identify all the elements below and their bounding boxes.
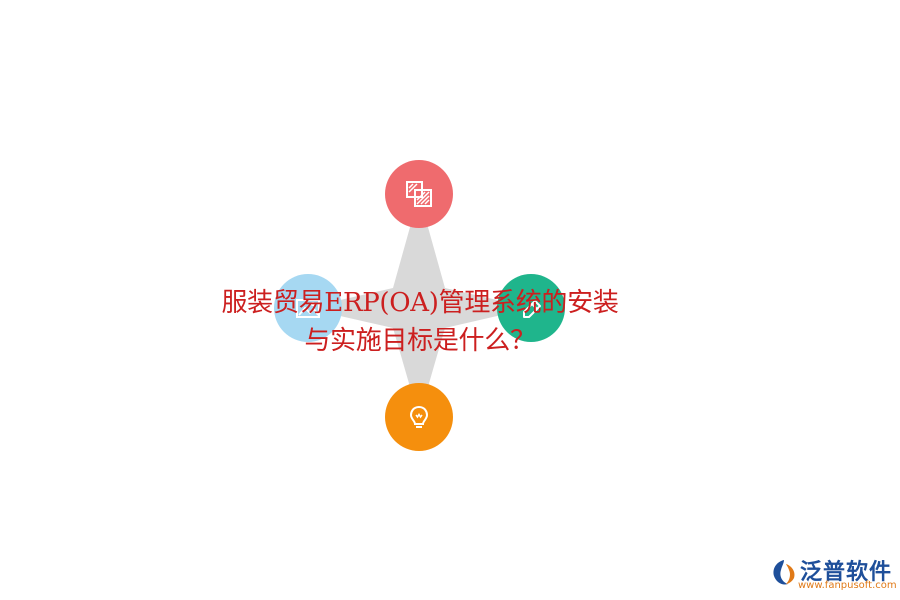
- diagram-title: 服装贸易ERP(OA)管理系统的安装 与实施目标是什么？: [180, 284, 660, 360]
- image-icon: [293, 293, 323, 323]
- title-line-1: 服装贸易ERP(OA)管理系统的安装: [221, 288, 619, 318]
- star-shape: [305, 195, 532, 418]
- node-bottom: [385, 383, 453, 451]
- pages-icon: [404, 179, 434, 209]
- brand-logo: 泛普软件 www.fanpusoft.com: [764, 552, 897, 594]
- node-left: [274, 274, 342, 342]
- lightbulb-icon: [404, 402, 434, 432]
- title-line-2: 与实施目标是什么？: [304, 326, 536, 356]
- node-top: [385, 160, 453, 228]
- edit-icon: [516, 293, 546, 323]
- brand-url: www.fanpusoft.com: [798, 580, 897, 591]
- brand-name: 泛普软件: [800, 560, 893, 585]
- node-right: [497, 274, 565, 342]
- fanpu-logo-icon: [770, 558, 798, 592]
